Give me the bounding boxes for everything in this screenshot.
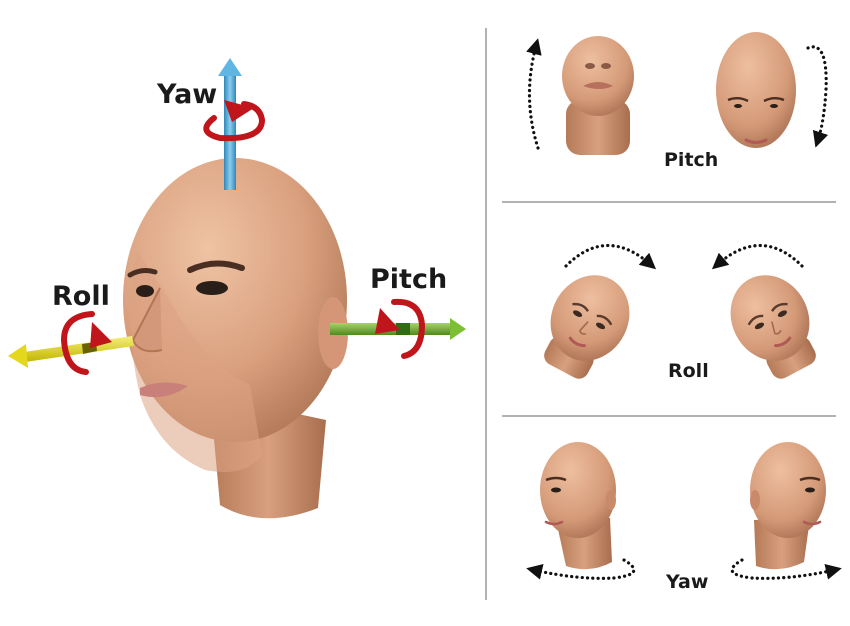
head-tilted-left bbox=[534, 259, 646, 379]
pitch-rotation-arrow bbox=[375, 298, 426, 359]
pitch-label: Pitch bbox=[370, 264, 447, 295]
main-head bbox=[123, 158, 348, 519]
pitch-panel: Pitch bbox=[526, 32, 829, 171]
roll-panel: Roll bbox=[534, 243, 826, 382]
roll-panel-label: Roll bbox=[668, 360, 709, 382]
yaw-label: Yaw bbox=[156, 79, 217, 110]
yaw-rotation-arrow bbox=[203, 100, 266, 142]
yaw-right-arrow bbox=[730, 558, 842, 580]
roll-right-arrow bbox=[711, 243, 804, 270]
yaw-panel: Yaw bbox=[526, 442, 842, 593]
head-turned-left bbox=[540, 442, 616, 570]
roll-rotation-arrow bbox=[60, 311, 112, 375]
head-turned-right bbox=[750, 442, 826, 570]
mouth bbox=[140, 382, 188, 398]
eye bbox=[136, 285, 154, 297]
pitch-down-arrow bbox=[806, 45, 829, 148]
pitch-panel-label: Pitch bbox=[664, 149, 718, 171]
head-looking-down bbox=[716, 32, 796, 148]
head-looking-up bbox=[562, 36, 634, 155]
eye bbox=[196, 281, 228, 295]
roll-label: Roll bbox=[52, 281, 110, 312]
head-tilted-right bbox=[714, 259, 826, 379]
yaw-left-arrow bbox=[526, 558, 636, 580]
roll-left-arrow bbox=[564, 243, 657, 270]
pitch-up-arrow bbox=[526, 38, 542, 150]
yaw-panel-label: Yaw bbox=[665, 571, 708, 593]
